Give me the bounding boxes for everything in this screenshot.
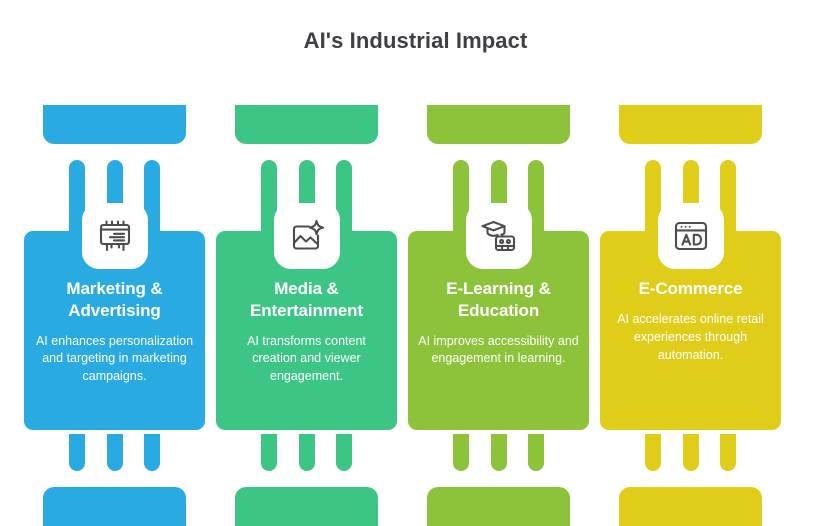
- card-description: AI enhances personalization and targetin…: [35, 333, 194, 384]
- billboard-sign-icon: [95, 216, 135, 256]
- column-cap-top: [43, 105, 186, 144]
- column-marketing-advertising[interactable]: Marketing & Advertising AI enhances pers…: [24, 105, 205, 526]
- stripe: [490, 434, 507, 471]
- card-description: AI accelerates online retail experiences…: [617, 311, 764, 362]
- stripe: [453, 434, 469, 471]
- graduation-robot-icon-badge: [465, 203, 532, 269]
- card-heading: E-Learning & Education: [446, 279, 551, 320]
- decorative-stripes-bottom: [453, 434, 544, 471]
- column-media-entertainment[interactable]: Media & Entertainment AI transforms cont…: [216, 105, 397, 526]
- column-cap-bottom: [619, 487, 762, 526]
- stripe: [336, 434, 352, 471]
- card-heading: Marketing & Advertising: [66, 279, 163, 320]
- card-description: AI transforms content creation and viewe…: [247, 333, 366, 384]
- column-cap-bottom: [235, 487, 378, 526]
- browser-ad-icon-badge: [657, 203, 724, 269]
- column-cap-top: [235, 105, 378, 144]
- decorative-stripes-bottom: [69, 434, 160, 471]
- browser-ad-icon: [671, 216, 711, 256]
- infographic-columns: Marketing & Advertising AI enhances pers…: [24, 105, 807, 526]
- column-e-commerce[interactable]: E-Commerce AI accelerates online retail …: [600, 105, 781, 526]
- stripe: [144, 434, 160, 471]
- stripe: [528, 434, 544, 471]
- page-title: AI's Industrial Impact: [303, 28, 528, 53]
- column-cap-bottom: [427, 487, 570, 526]
- decorative-stripes-bottom: [645, 434, 736, 471]
- column-cap-top: [619, 105, 762, 144]
- card-media-entertainment[interactable]: Media & Entertainment AI transforms cont…: [216, 231, 397, 430]
- stripe: [720, 434, 736, 471]
- billboard-sign-icon-badge: [81, 203, 148, 269]
- column-cap-bottom: [43, 487, 186, 526]
- image-sparkle-icon-badge: [273, 203, 340, 269]
- image-sparkle-icon: [287, 216, 327, 256]
- stripe: [106, 434, 123, 471]
- stripe: [682, 434, 699, 471]
- card-description: AI improves accessibility and engagement…: [418, 333, 579, 366]
- decorative-stripes-bottom: [261, 434, 352, 471]
- column-elearning-education[interactable]: E-Learning & Education AI improves acces…: [408, 105, 589, 526]
- graduation-robot-icon: [479, 216, 519, 256]
- stripe: [69, 434, 85, 471]
- stripe: [298, 434, 315, 471]
- card-heading: Media & Entertainment: [250, 279, 363, 320]
- stripe: [261, 434, 277, 471]
- column-cap-top: [427, 105, 570, 144]
- stripe: [645, 434, 661, 471]
- card-heading: E-Commerce: [638, 279, 743, 298]
